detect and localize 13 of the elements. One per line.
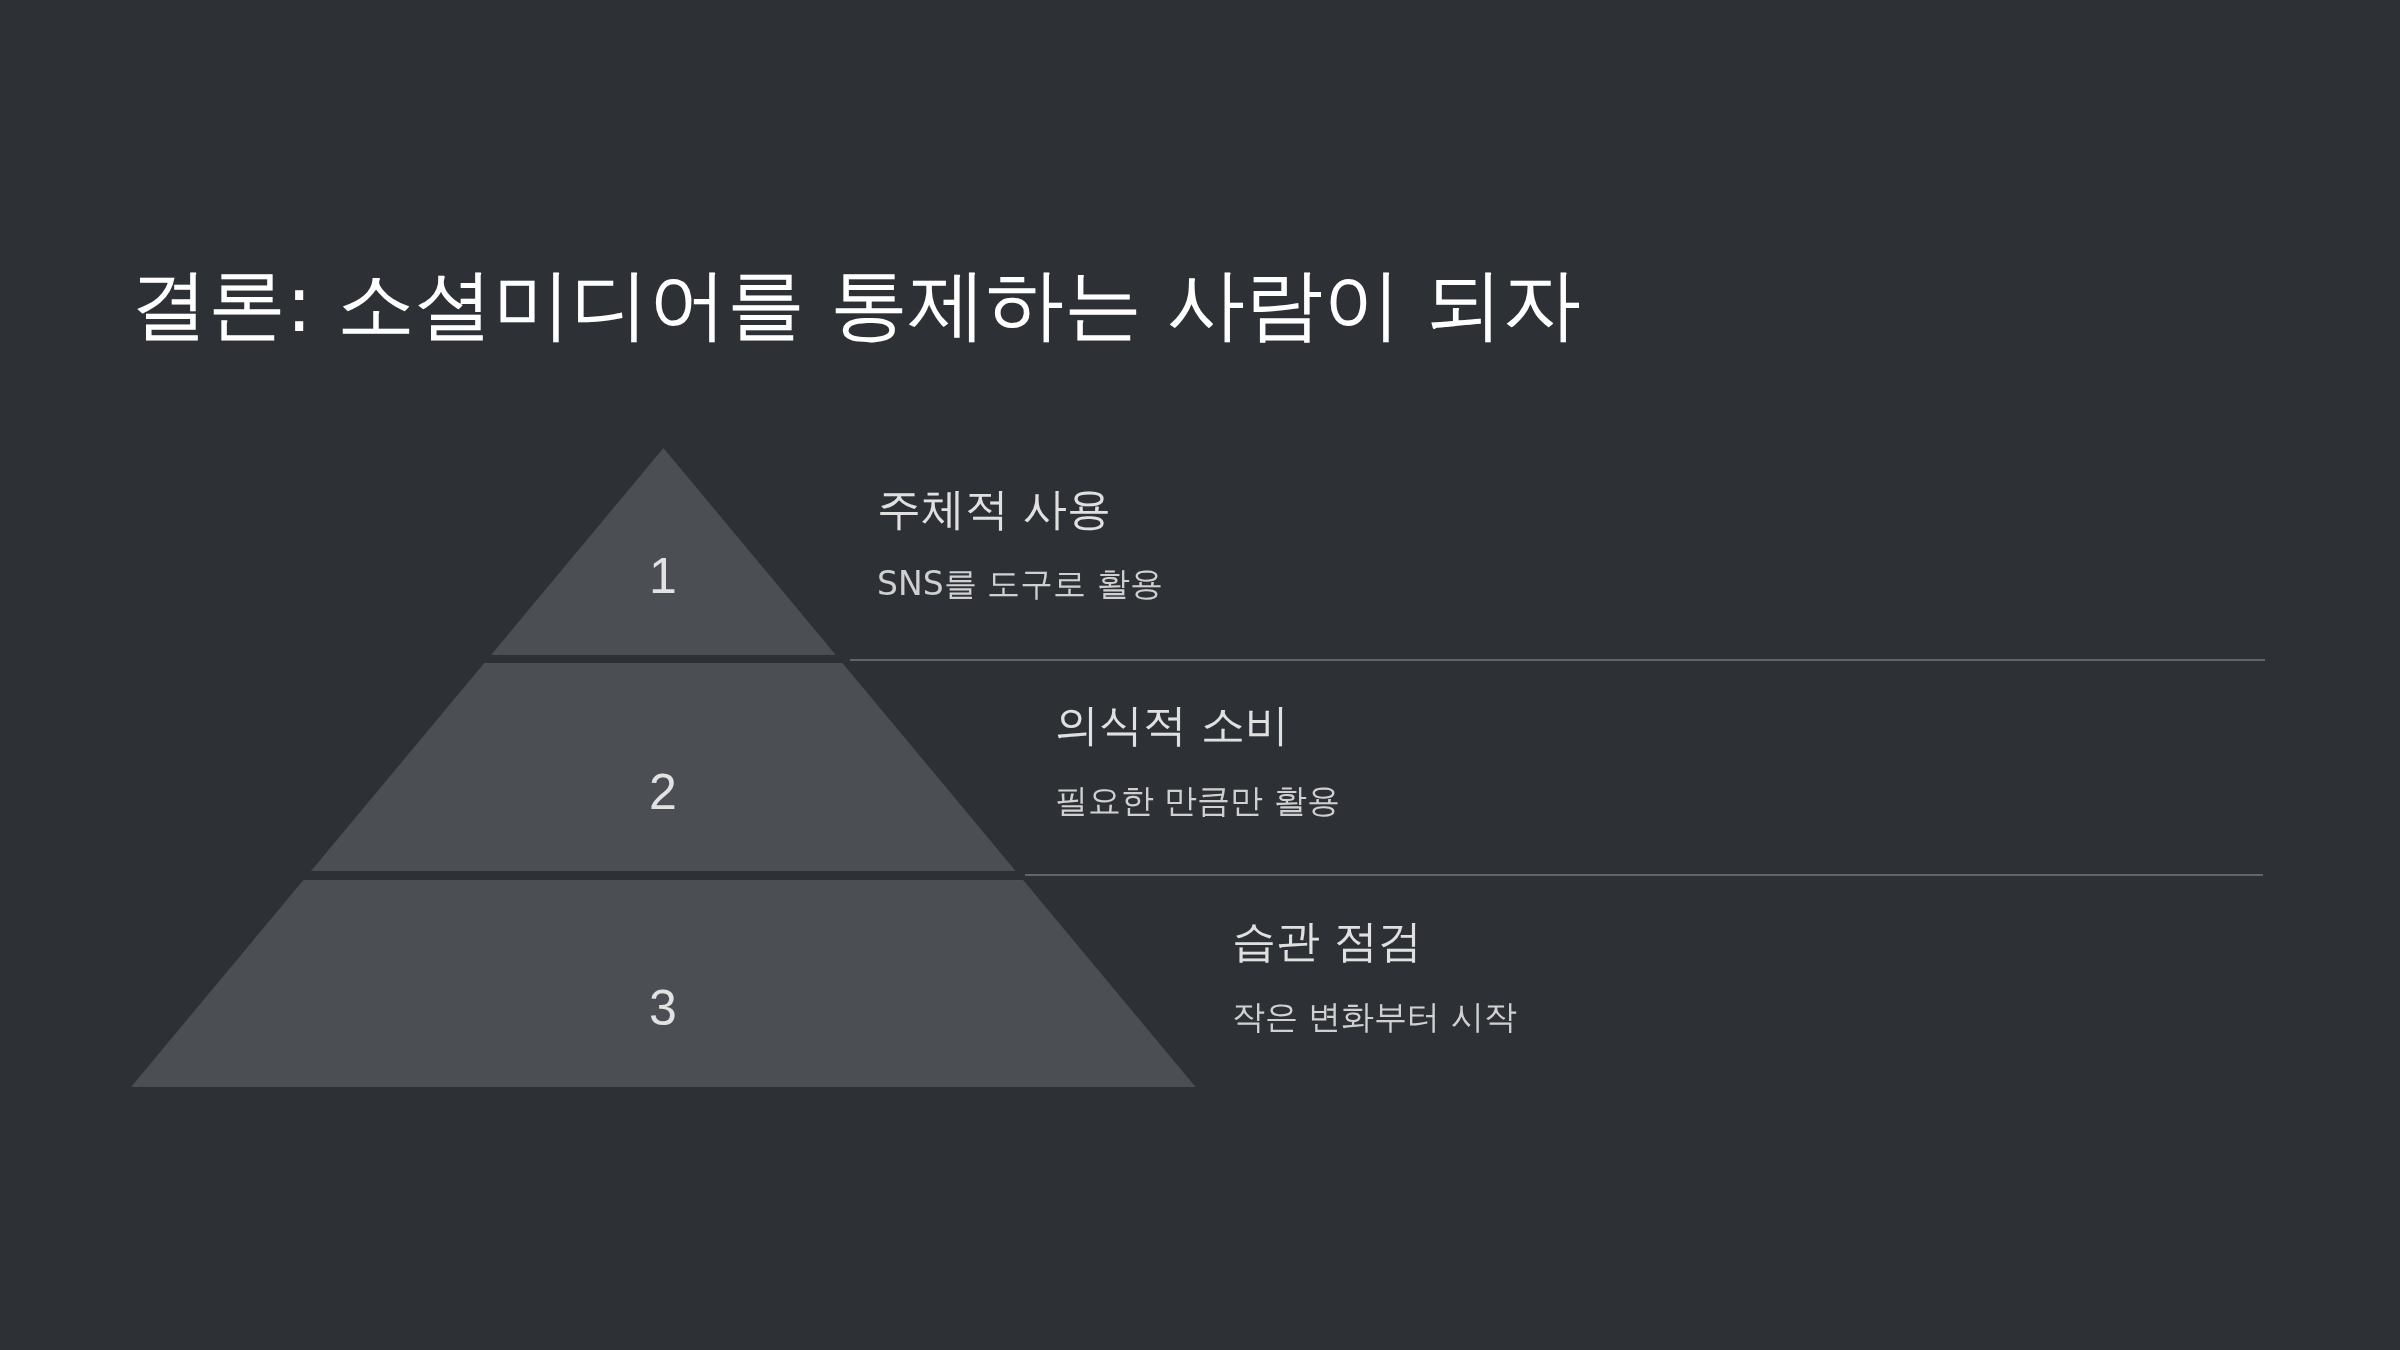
tier-number: 2: [648, 762, 678, 822]
tier-heading: 습관 점검: [1232, 914, 1422, 968]
pyramid-tier: [130, 880, 1196, 1087]
tier-heading: 의식적 소비: [1055, 698, 1289, 752]
pyramid-tier: [490, 448, 836, 655]
tier-description: 작은 변화부터 시작: [1232, 996, 1517, 1038]
tier-number: 1: [648, 547, 678, 607]
tier-description: 필요한 만큼만 활용: [1055, 780, 1340, 822]
tier-description: SNS를 도구로 활용: [877, 563, 1163, 605]
slide-title: 결론: 소셜미디어를 통제하는 사람이 되자: [130, 258, 1582, 351]
pyramid-tier: [310, 663, 1016, 871]
tier-heading: 주체적 사용: [877, 482, 1111, 536]
tier-number: 3: [648, 979, 678, 1039]
